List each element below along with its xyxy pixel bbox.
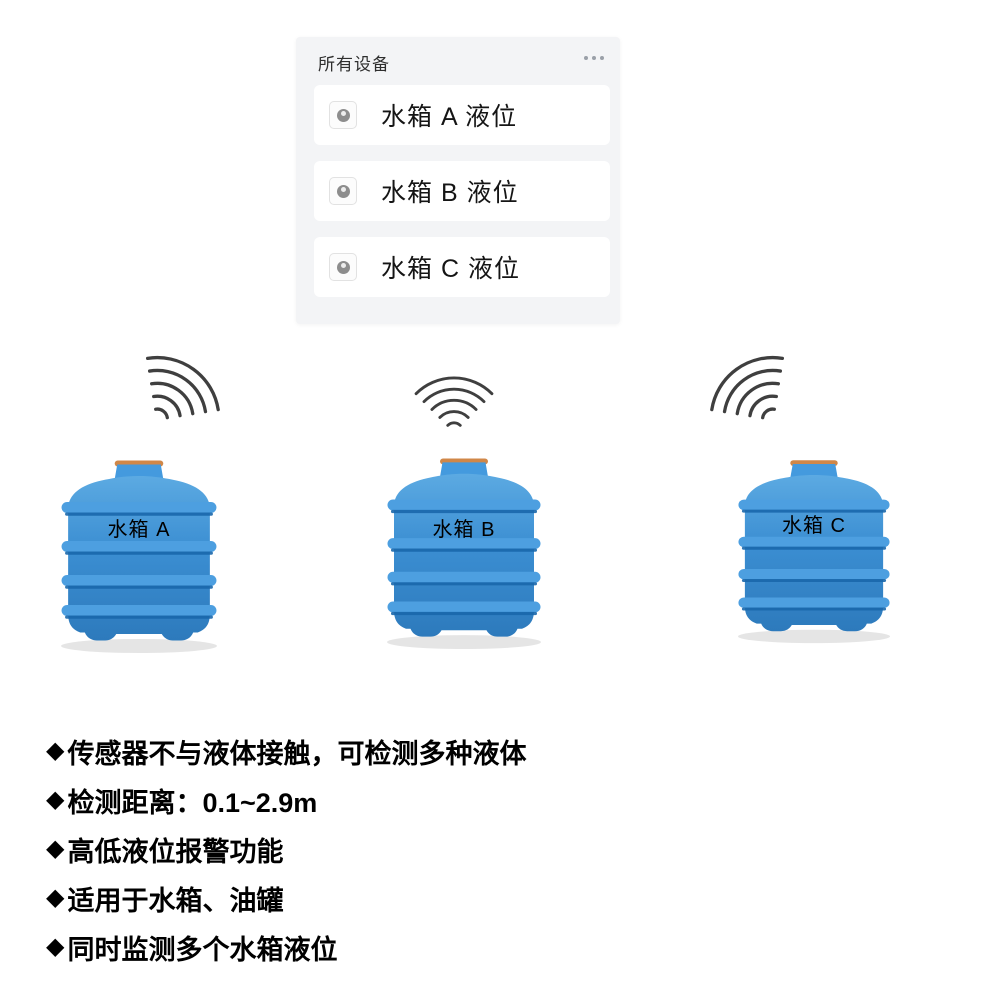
diamond-bullet-icon: ◆ [46,933,65,960]
water-tank-b: 水箱 B [384,453,544,651]
feature-item: ◆ 适用于水箱、油罐 [46,883,526,916]
more-menu-icon[interactable] [584,50,604,60]
feature-text: 适用于水箱、油罐 [67,885,284,916]
diamond-bullet-icon: ◆ [46,835,65,862]
feature-list: ◆ 传感器不与液体接触，可检测多种液体 ◆ 检测距离：0.1~2.9m ◆ 高低… [46,736,526,981]
diamond-bullet-icon: ◆ [46,786,65,813]
device-label: 水箱 B 液位 [381,179,519,207]
device-list-panel: 所有设备 水箱 A 液位 水箱 B 液位 水箱 C 液位 [296,37,620,324]
feature-item: ◆ 检测距离：0.1~2.9m [46,785,526,818]
device-item-tank-b[interactable]: 水箱 B 液位 [314,161,610,221]
device-label: 水箱 A 液位 [381,103,518,131]
panel-title: 所有设备 [318,55,390,74]
feature-item: ◆ 高低液位报警功能 [46,834,526,867]
device-item-tank-c[interactable]: 水箱 C 液位 [314,237,610,297]
diamond-bullet-icon: ◆ [46,884,65,911]
panel-header: 所有设备 [296,37,620,85]
device-thumbnail-icon [329,177,357,205]
signal-waves-icon-b [414,356,494,440]
feature-text: 同时监测多个水箱液位 [67,934,338,965]
device-thumbnail-icon [329,101,357,129]
water-tank-c: 水箱 C [735,455,893,645]
feature-item: ◆ 同时监测多个水箱液位 [46,932,526,965]
diamond-bullet-icon: ◆ [46,737,65,764]
signal-waves-icon-a [114,323,246,454]
device-thumbnail-icon [329,253,357,281]
feature-text: 检测距离：0.1~2.9m [67,787,318,818]
feature-text: 传感器不与液体接触，可检测多种液体 [67,738,527,769]
tank-label-a: 水箱 A [107,519,171,541]
device-label: 水箱 C 液位 [381,255,520,283]
tank-label-b: 水箱 B [432,519,496,541]
feature-text: 高低液位报警功能 [67,836,284,867]
water-tank-a: 水箱 A [58,455,220,655]
tank-label-c: 水箱 C [782,515,846,537]
feature-item: ◆ 传感器不与液体接触，可检测多种液体 [46,736,526,769]
device-item-tank-a[interactable]: 水箱 A 液位 [314,85,610,145]
signal-waves-icon-c [684,323,816,454]
